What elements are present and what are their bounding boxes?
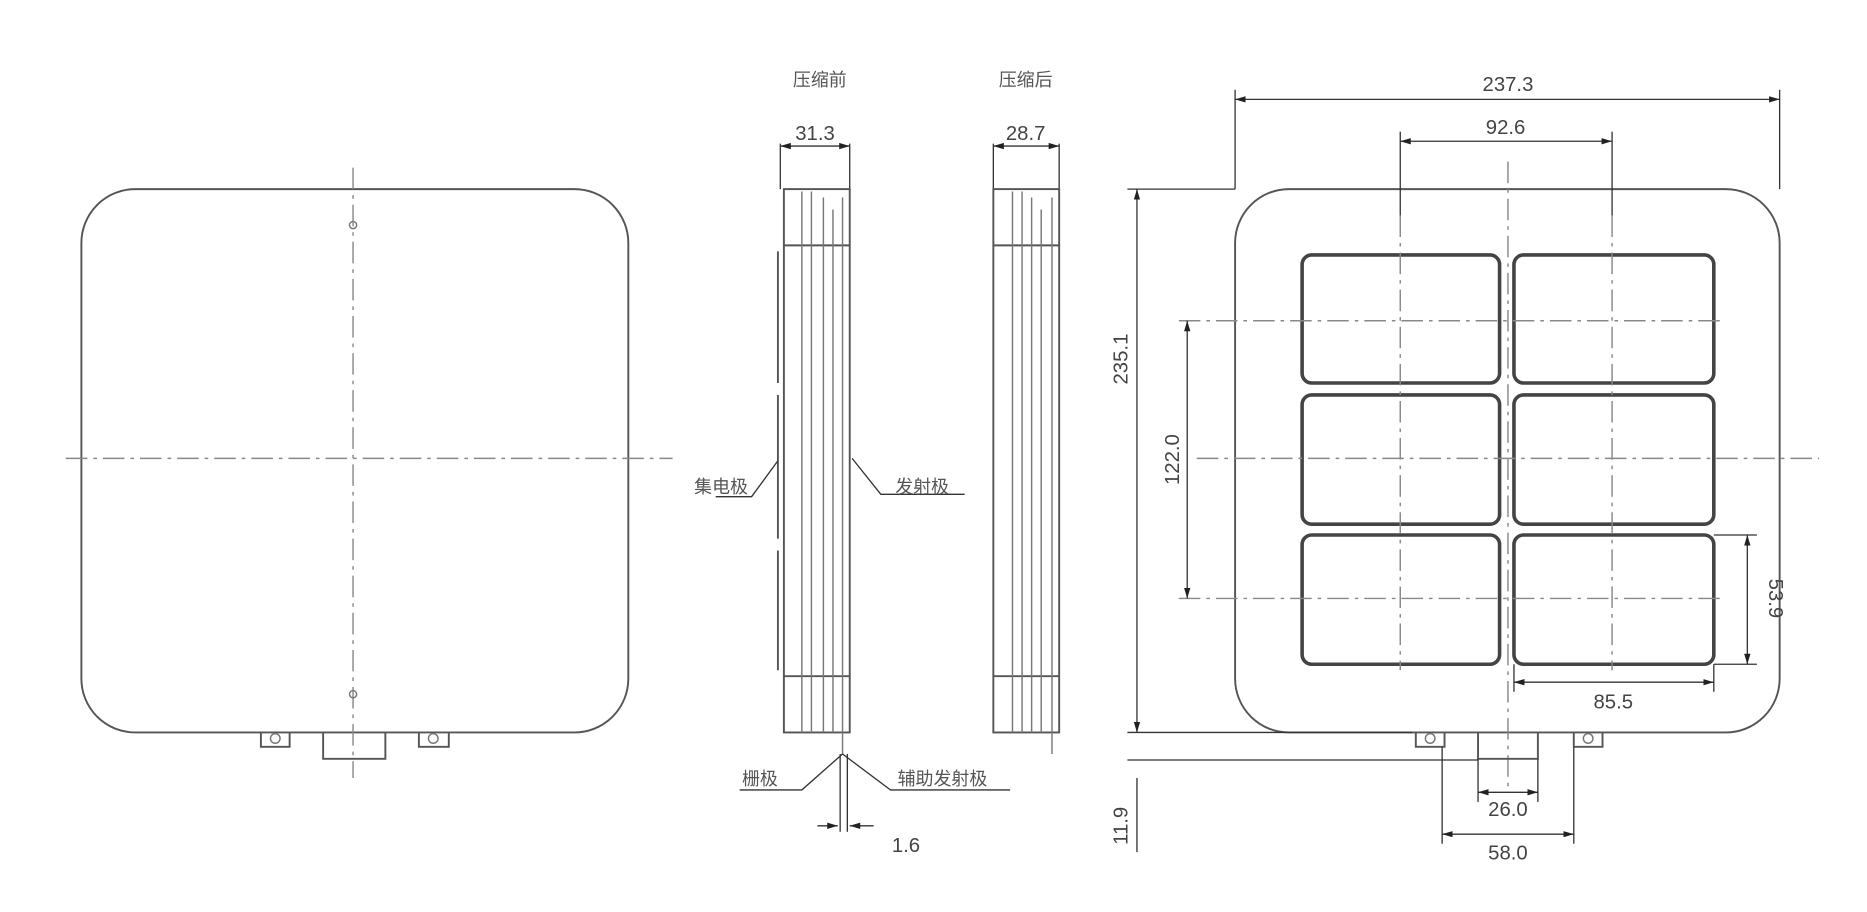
title-before: 压缩前 [793, 70, 847, 91]
chip-cell [1512, 393, 1716, 527]
chip-cell [1512, 533, 1716, 667]
label-gate: 栅极 [742, 769, 778, 790]
dim-thickness-before: 31.3 [795, 123, 835, 145]
dim-pitch-x: 92.6 [1486, 117, 1526, 139]
side-view-before: 压缩前 31.3 1.6 集电极 发射极 栅极 辅助发射极 [694, 70, 1011, 857]
label-collector: 集电极 [694, 477, 748, 498]
label-aux-emitter: 辅助发射极 [898, 769, 988, 790]
front-view-right: 237.3 92.6 235.1 11.9 122.0 53.9 85.5 26… [1110, 74, 1820, 864]
dim-pin-offset: 1.6 [892, 835, 920, 857]
dim-height: 235.1 [1110, 334, 1132, 385]
chip-cell [1512, 253, 1716, 385]
dim-tab-height: 11.9 [1110, 807, 1132, 845]
dim-width: 237.3 [1483, 74, 1534, 96]
dim-pitch-y: 122.0 [1162, 434, 1184, 485]
dim-connector-width: 26.0 [1488, 799, 1528, 821]
title-after: 压缩后 [999, 70, 1053, 91]
dim-cell-width: 85.5 [1593, 692, 1633, 714]
dim-tab-span: 58.0 [1488, 842, 1528, 864]
dim-cell-height: 53.9 [1764, 579, 1786, 619]
front-view-left [65, 167, 673, 778]
label-emitter: 发射极 [895, 477, 949, 498]
dim-thickness-after: 28.7 [1006, 123, 1046, 145]
side-view-after: 压缩后 28.7 [992, 70, 1061, 755]
